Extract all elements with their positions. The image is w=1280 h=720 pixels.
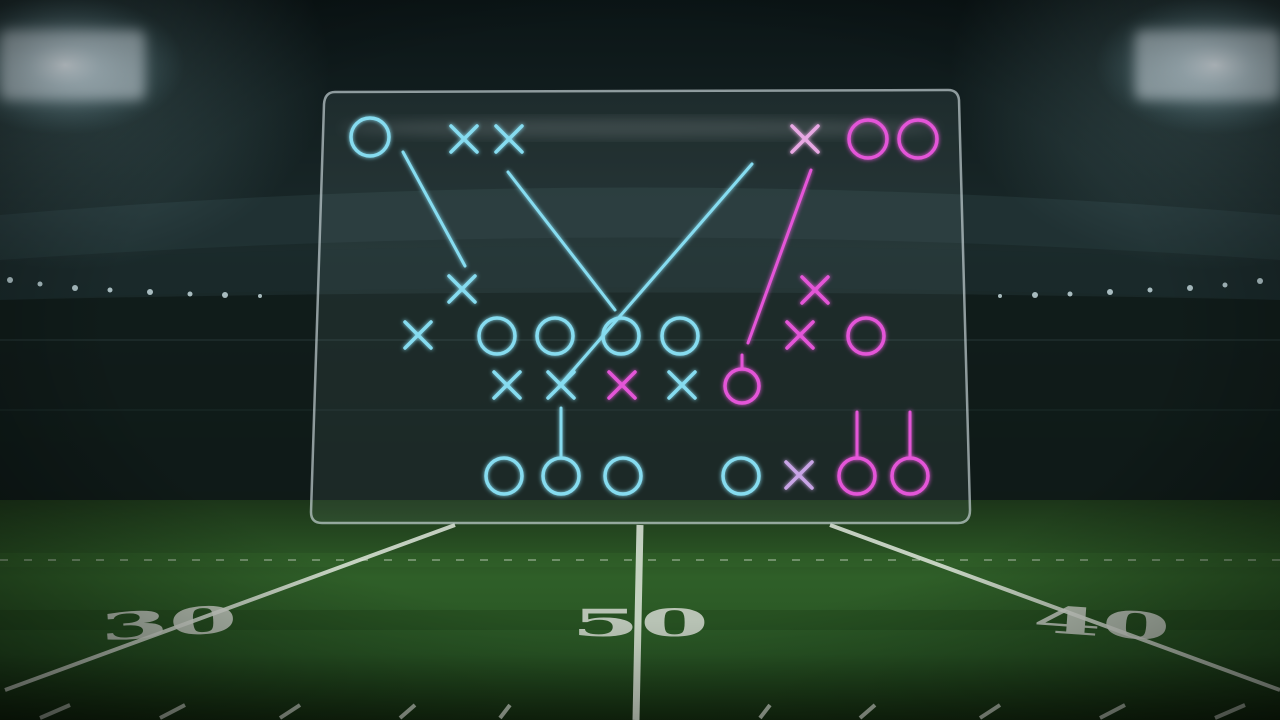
x-mark-icon [494,124,524,154]
route-lines [401,150,912,460]
x-mark-icon [784,460,814,490]
route-line [506,170,617,312]
route-line [560,162,754,385]
x-mark-icon [790,124,820,154]
circle-icon [847,118,889,160]
circle-icon [535,316,575,356]
circle-icon [477,316,517,356]
x-mark-icon [800,275,830,305]
circle-icon [601,316,641,356]
x-mark-icon [667,370,697,400]
circle-icon [846,316,886,356]
route-line [746,168,813,345]
offense-circles [349,116,761,496]
circle-icon [660,316,700,356]
circle-icon [837,456,877,496]
circle-icon [723,367,761,405]
x-mark-icon [546,370,576,400]
defense-x-marks [607,124,830,490]
x-mark-icon [785,320,815,350]
circle-icon [484,456,524,496]
circle-icon [721,456,761,496]
x-mark-icon [447,274,477,304]
circle-icon [349,116,391,158]
circle-icon [890,456,930,496]
x-mark-icon [449,124,479,154]
x-mark-icon [403,320,433,350]
x-mark-icon [607,370,637,400]
offense-x-marks [403,124,697,400]
route-line [401,150,467,268]
circle-icon [603,456,643,496]
circle-icon [541,456,581,496]
circle-icon [897,118,939,160]
defense-circles [723,118,939,496]
holographic-play-board [309,88,972,525]
x-mark-icon [492,370,522,400]
